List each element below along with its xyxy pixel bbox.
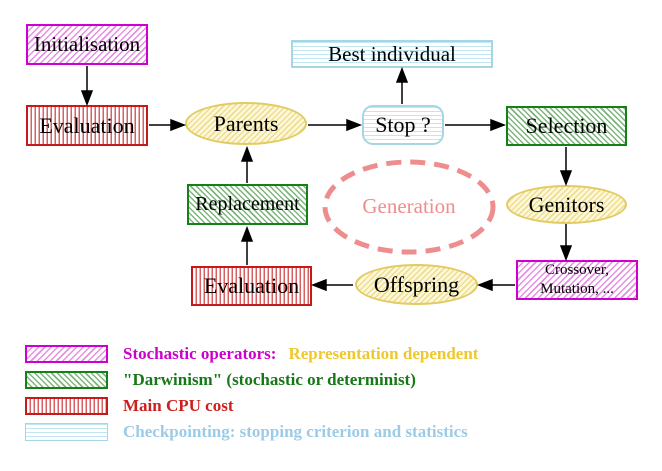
- node-crossover-mutation: Crossover, Mutation, ...: [516, 260, 638, 300]
- legend-swatch-stochastic: [25, 345, 108, 363]
- legend-label-darwinism: "Darwinism" (stochastic or determinist): [123, 370, 416, 389]
- node-selection: Selection: [506, 106, 627, 146]
- arrow-replacement-to-parents: [240, 145, 254, 183]
- node-evaluation-bottom: Evaluation: [191, 266, 312, 306]
- arrow-genitors-to-crossover: [559, 224, 573, 262]
- legend-label-stochastic: Stochastic operators: Representation depe…: [123, 344, 478, 364]
- arrow-evaluation-to-parents: [149, 118, 187, 132]
- node-stop: Stop ?: [362, 105, 444, 145]
- legend-label-representation-dependent: Representation dependent: [288, 344, 479, 363]
- crossover-line2: Mutation, ...: [540, 281, 614, 297]
- node-offspring: Offspring: [355, 264, 478, 305]
- legend-label-checkpointing: Checkpointing: stopping criterion and st…: [123, 422, 468, 441]
- node-parents: Parents: [185, 102, 307, 145]
- legend-swatch-darwinism: [25, 371, 108, 389]
- generation-label: Generation: [362, 193, 456, 218]
- crossover-line1: Crossover,: [545, 262, 609, 279]
- arrow-crossover-to-offspring: [476, 278, 515, 292]
- arrow-offspring-to-evaluation: [310, 278, 353, 292]
- legend-label-cpu: Main CPU cost: [123, 396, 234, 415]
- arrow-initialisation-to-evaluation: [80, 66, 94, 107]
- node-initialisation: Initialisation: [26, 24, 148, 65]
- node-genitors: Genitors: [506, 185, 627, 224]
- node-best-individual: Best individual: [291, 40, 493, 68]
- arrow-stop-to-selection: [445, 118, 507, 132]
- arrow-selection-to-genitors: [559, 147, 573, 187]
- legend-swatch-checkpointing: [25, 423, 108, 441]
- legend-swatch-cpu: [25, 397, 108, 415]
- arrow-stop-to-best-individual: [395, 66, 409, 104]
- node-replacement: Replacement: [187, 184, 308, 225]
- node-evaluation-top: Evaluation: [26, 105, 148, 146]
- legend-label-stochastic-title: Stochastic operators:: [123, 344, 277, 363]
- arrow-parents-to-stop: [308, 118, 363, 132]
- arrow-evaluation-to-replacement: [240, 225, 254, 265]
